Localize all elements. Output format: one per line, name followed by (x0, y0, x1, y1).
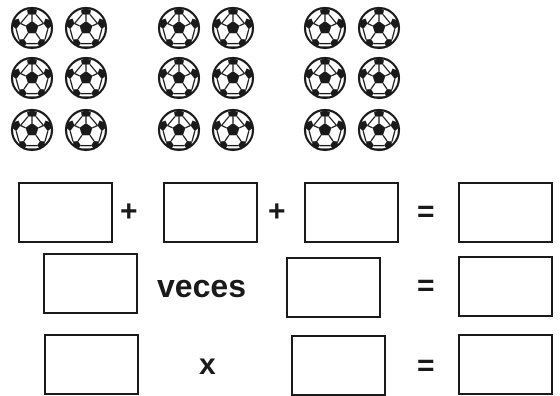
plus-sign-1: + (120, 195, 138, 228)
soccer-ball-icon (357, 56, 401, 100)
veces-answer-box[interactable] (458, 256, 553, 317)
soccer-ball-icon (303, 6, 347, 50)
group-size-box[interactable] (286, 257, 381, 318)
plus-sign-2: + (268, 195, 286, 228)
sum-answer-box[interactable] (458, 182, 553, 243)
veces-word: veces (157, 268, 246, 304)
equals-sign-3: = (417, 349, 435, 382)
soccer-ball-icon (10, 108, 54, 152)
equals-sign-2: = (417, 269, 435, 302)
soccer-ball-icon (10, 6, 54, 50)
soccer-ball-icon (157, 108, 201, 152)
soccer-ball-icon (10, 56, 54, 100)
factor-box-1[interactable] (44, 334, 139, 395)
addend-box-1[interactable] (18, 182, 113, 243)
soccer-ball-icon (303, 108, 347, 152)
soccer-ball-icon (357, 6, 401, 50)
times-sign: x (199, 348, 216, 381)
soccer-ball-icon (303, 56, 347, 100)
soccer-ball-icon (157, 6, 201, 50)
soccer-ball-icon (211, 56, 255, 100)
addend-box-3[interactable] (304, 182, 399, 243)
soccer-ball-icon (211, 108, 255, 152)
addend-box-2[interactable] (163, 182, 258, 243)
soccer-ball-icon (64, 56, 108, 100)
groups-count-box[interactable] (43, 253, 138, 314)
soccer-ball-icon (357, 108, 401, 152)
equals-sign-1: = (417, 195, 435, 228)
soccer-ball-icon (157, 56, 201, 100)
factor-box-2[interactable] (291, 335, 386, 396)
product-answer-box[interactable] (458, 334, 553, 395)
soccer-ball-icon (64, 108, 108, 152)
soccer-ball-icon (64, 6, 108, 50)
soccer-ball-icon (211, 6, 255, 50)
